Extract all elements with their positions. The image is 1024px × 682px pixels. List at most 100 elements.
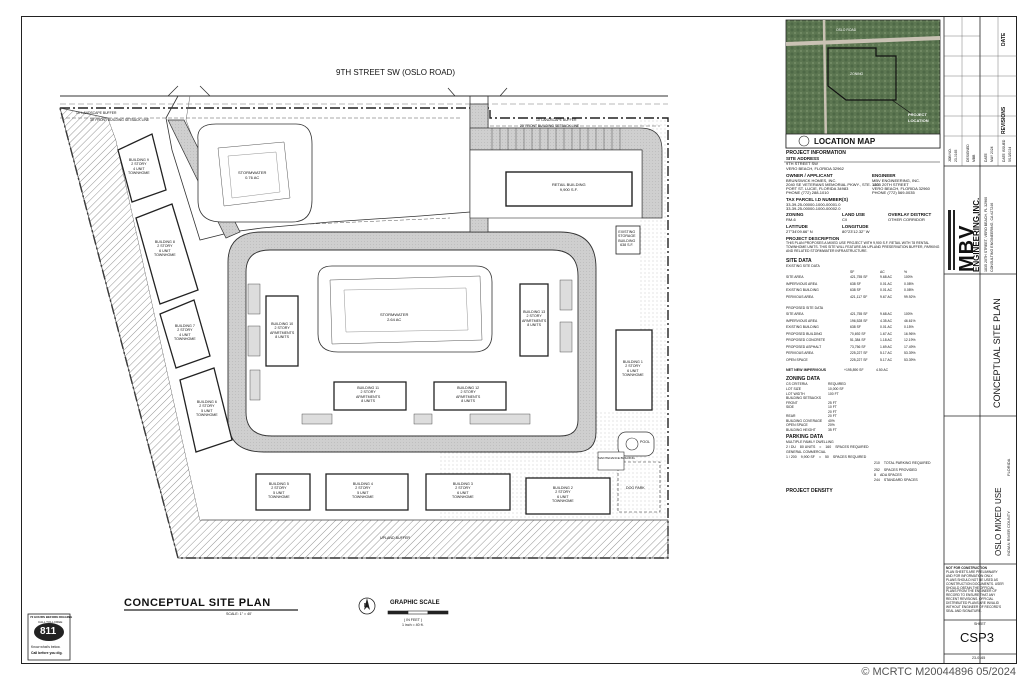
designed-value: MBB — [972, 154, 976, 162]
project-density-heading: PROJECT DENSITY — [786, 488, 833, 494]
proposed-rows-cell: 73,756 SF — [850, 344, 866, 349]
building-11-outline — [333, 381, 407, 411]
zoning-rows-cell: 25 FT — [828, 400, 837, 405]
project-name: OSLO MIXED USE — [994, 487, 1003, 556]
tax-parcel-heading: TAX PARCEL I.D NUMBER(S) — [786, 197, 849, 202]
proposed-rows-cell: 70,692 SF — [850, 331, 866, 336]
zoning-rows-cell: 10,000 SF — [828, 387, 844, 391]
proposed-rows-cell: PERVIOUS AREA — [786, 351, 814, 355]
map-project-label: PROJECT — [908, 112, 927, 117]
zoning-rows-cell: BUILDING HEIGHT — [786, 427, 816, 432]
building-2-outline — [525, 477, 611, 515]
description-heading: PROJECT DESCRIPTION — [786, 236, 840, 241]
engineer-line-3: VERO BEACH, FLORIDA 32960 — [872, 186, 930, 191]
existing-rows-cell: 638 SF — [850, 288, 861, 292]
building-4-outline — [325, 473, 409, 511]
firm-name: ENGINEERING,INC. — [972, 197, 981, 272]
building-6-outline — [179, 367, 233, 453]
date-issued-label: DATE ISSUED — [1002, 139, 1006, 162]
building-8-outline — [135, 203, 199, 305]
zoning-rows-cell: LOT WIDTH — [786, 391, 805, 396]
zoning-rows-cell: 20 FT — [828, 409, 837, 414]
map-oslo-road: OSLO ROAD — [836, 28, 857, 32]
location-map-title: LOCATION MAP — [814, 137, 876, 146]
description-line-3: AND RELATED STORMWATER INFRASTRUCTURE. — [786, 249, 868, 253]
date-issued-value: 5/13/2024 — [1008, 146, 1012, 162]
existing-rows-cell: 0.01 AC — [880, 288, 893, 292]
latitude-heading: LATITUDE — [786, 224, 808, 229]
land-use-value: C/I — [842, 217, 848, 222]
setback-right-label: 20' FRONT BUILDING SETBACK LINE — [520, 124, 580, 128]
stormwater-center-area: 2.64 AC — [387, 317, 402, 322]
upland-buffer-label: UPLAND BUFFER — [380, 536, 410, 540]
net-impervious-sf: +195,890 SF — [844, 368, 864, 372]
stormwater-center-pond — [317, 265, 493, 353]
existing-rows-cell: 99.92% — [904, 294, 916, 299]
owner-line-2: 2040 SE VETERANS MEMORIAL PKWY., STE. 12… — [786, 182, 879, 187]
job-no-label: JOB NO. — [948, 148, 952, 162]
proposed-rows-cell: 16.96% — [904, 331, 916, 336]
proposed-rows-cell: 0.15% — [904, 325, 914, 329]
existing-rows-cell: PERVIOUS AREA — [786, 294, 814, 299]
project-state: FLORIDA — [1006, 458, 1011, 476]
proposed-rows-cell: EXISTING BUILDING — [786, 325, 819, 329]
zoning-rows-cell: 35 FT — [828, 427, 837, 432]
engineer-line-4: PHONE (772) 569-0035 — [872, 190, 915, 195]
engineer-heading: ENGINEER — [872, 173, 896, 178]
title-block: OSLO ROAD ZONING PROJECT LOCATION LOCATI… — [784, 16, 1017, 664]
proposed-rows-cell: PROPOSED BUILDING — [786, 331, 823, 336]
title-block-frame — [784, 16, 1017, 664]
existing-rows-cell: 421,755 SF — [850, 275, 868, 279]
parking-data-heading: PARKING DATA — [786, 434, 824, 440]
date-label: DATE — [984, 153, 988, 162]
proposed-rows-cell: 4.35 AC — [880, 318, 893, 323]
proposed-rows-cell: 46.61% — [904, 318, 916, 323]
existing-rows-cell: 0.08% — [904, 281, 914, 286]
proposed-rows-cell: 53.39% — [904, 357, 916, 362]
retail-building-label: RETAIL BUILDING — [552, 182, 586, 187]
maintenance-label: MAINTENANCE BUILDING — [598, 456, 635, 460]
owner-line-1: BRUNSWICK HOMES, INC. — [786, 178, 837, 183]
map-location-label: LOCATION — [908, 118, 929, 123]
overlay-heading: OVERLAY DISTRICT — [888, 212, 932, 217]
stormwater-left-label: STORMWATER — [238, 170, 267, 175]
sheet-label: SHEET — [974, 622, 986, 626]
existing-rows-cell: 9.68 AC — [880, 275, 893, 279]
project-info-heading: PROJECT INFORMATION — [786, 150, 846, 156]
zoning-rows-cell: 40% — [828, 418, 835, 423]
parking-general: GENERAL COMMERCIAL — [786, 450, 827, 454]
zoning-rows-cell: REAR — [786, 414, 796, 418]
proposed-rows-cell: 9.68 AC — [880, 312, 893, 316]
engineer-line-1: MBV ENGINEERING, INC. — [872, 178, 921, 183]
proposed-rows-cell: 51,384 SF — [850, 338, 866, 342]
proposed-site-data-heading: PROPOSED SITE DATA — [786, 306, 824, 310]
existing-rows-cell: IMPERVIOUS AREA — [786, 281, 818, 286]
tax-parcel-2: 33-39-25-00000-1000-00002.0 — [786, 206, 841, 211]
graphic-scale-title: GRAPHIC SCALE — [390, 600, 440, 606]
road-name: 9TH STREET SW (OSLO ROAD) — [336, 68, 455, 77]
building-7-outline — [159, 299, 211, 369]
zoning-heading: ZONING — [786, 212, 804, 217]
zoning-rows-cell: OPEN SPACE — [786, 423, 808, 427]
proposed-rows-cell: 5.17 AC — [880, 351, 893, 355]
proposed-rows-cell: 12.19% — [904, 338, 916, 342]
net-impervious-label: NET NEW IMPERVIOUS — [786, 368, 827, 372]
land-use-heading: LAND USE — [842, 212, 866, 217]
description-line-2: TOWNHOME UNITS. THIS SITE WILL FEATURE A… — [786, 245, 940, 249]
proposed-rows-cell: 5.17 AC — [880, 357, 893, 362]
parking-mfd: MULTIPLE FAMILY DWELLING — [786, 440, 834, 444]
tax-parcel-1: 33-39-25-00000-1000-00001.0 — [786, 202, 841, 207]
landscape-buffer-label: 10' LANDSCAPE BUFFER — [76, 111, 117, 115]
existing-rows-cell: EXISTING BUILDING — [786, 288, 819, 292]
